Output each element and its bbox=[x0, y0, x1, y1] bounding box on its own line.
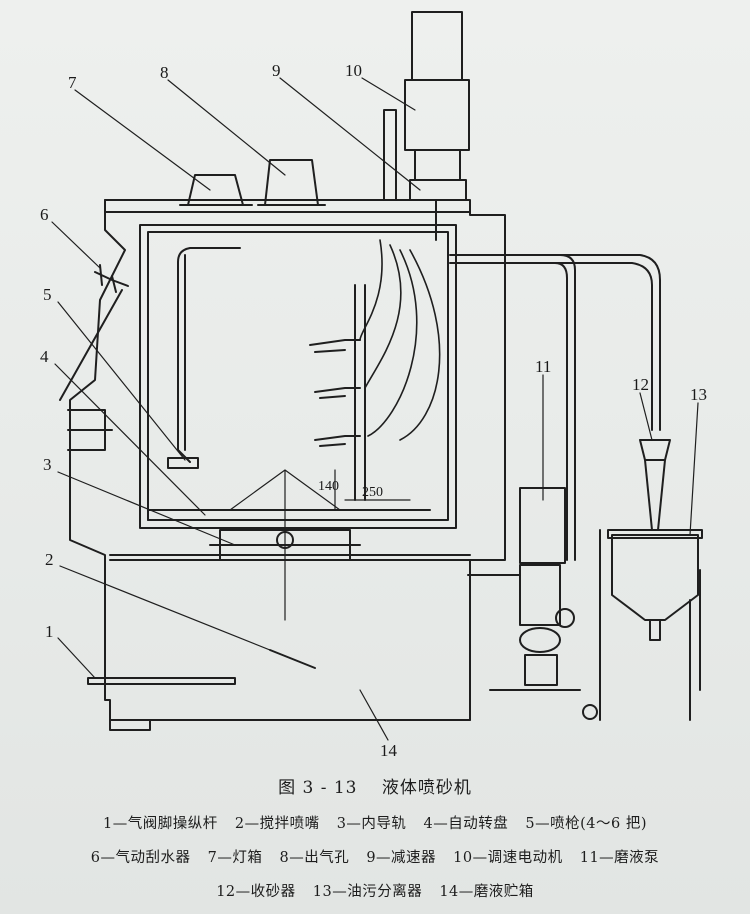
storage-tank bbox=[109, 554, 471, 561]
leader-7 bbox=[74, 89, 211, 191]
callout-8: 8 bbox=[160, 63, 169, 82]
cabinet-top-rim bbox=[104, 199, 471, 213]
leader-8 bbox=[167, 79, 286, 176]
pump-base bbox=[524, 654, 558, 686]
legend-item-13: 13—油污分离器 bbox=[312, 884, 423, 900]
return-pipe-1 bbox=[449, 254, 576, 561]
leader-1 bbox=[57, 637, 96, 679]
left-spray-pipe bbox=[177, 247, 241, 463]
figure-title: 液体喷砂机 bbox=[381, 778, 472, 798]
motor-flange bbox=[414, 149, 461, 181]
inner-chamber bbox=[147, 231, 449, 521]
legend-item-4: 4—自动转盘 bbox=[423, 816, 509, 832]
legend-row-1: 1—气阀脚操纵杆 2—搅拌喷嘴 3—内导轨 4—自动转盘 5—喷枪(4～6 把) bbox=[0, 812, 750, 833]
guide-rod bbox=[383, 109, 397, 201]
legend-item-12: 12—收砂器 bbox=[216, 884, 296, 900]
pedal-lever bbox=[87, 677, 236, 685]
legend-item-1: 1—气阀脚操纵杆 bbox=[103, 816, 218, 832]
dimension-140: 140 bbox=[318, 479, 339, 494]
leader-5 bbox=[57, 301, 186, 461]
callout-6: 6 bbox=[40, 205, 49, 224]
sand-collector bbox=[639, 439, 671, 531]
leader-12 bbox=[639, 392, 653, 441]
leader-4 bbox=[54, 363, 206, 516]
oil-separator bbox=[611, 534, 699, 621]
legend-item-6: 6—气动刮水器 bbox=[90, 850, 191, 866]
spray-gun-1 bbox=[309, 339, 361, 353]
return-pipe-4 bbox=[479, 262, 653, 431]
motor-body bbox=[404, 79, 470, 151]
leader-13 bbox=[689, 402, 699, 536]
crank-wheel bbox=[582, 704, 598, 720]
legend-item-14: 14—磨液贮箱 bbox=[439, 884, 534, 900]
reducer bbox=[409, 179, 467, 201]
inner-chamber-wall bbox=[139, 224, 457, 529]
callout-12: 12 bbox=[632, 375, 649, 394]
leader-14 bbox=[359, 689, 389, 741]
legend-item-9: 9—减速器 bbox=[366, 850, 437, 866]
legend-item-7: 7—灯箱 bbox=[207, 850, 263, 866]
motor-top bbox=[411, 11, 463, 81]
legend-item-10: 10—调速电动机 bbox=[453, 850, 563, 866]
leader-10 bbox=[361, 77, 416, 111]
callout-13: 13 bbox=[690, 385, 707, 404]
oil-separator-lid bbox=[607, 529, 703, 539]
callout-10: 10 bbox=[345, 61, 362, 80]
legend-item-8: 8—出气孔 bbox=[279, 850, 350, 866]
return-pipe-2 bbox=[449, 262, 568, 561]
callout-5: 5 bbox=[43, 285, 52, 304]
callout-9: 9 bbox=[272, 61, 281, 80]
callout-7: 7 bbox=[68, 73, 77, 92]
return-pipe-3 bbox=[479, 254, 661, 431]
legend-row-2: 6—气动刮水器 7—灯箱 8—出气孔 9—减速器 10—调速电动机 11—磨液泵 bbox=[0, 846, 750, 867]
legend-item-2: 2—搅拌喷嘴 bbox=[234, 816, 320, 832]
separator-outlet bbox=[649, 619, 661, 641]
callout-2: 2 bbox=[45, 550, 54, 569]
leader-3 bbox=[57, 471, 236, 546]
callout-11: 11 bbox=[535, 357, 551, 376]
wiper-arm bbox=[59, 289, 123, 401]
centre-marker bbox=[229, 469, 341, 621]
air-outlet bbox=[264, 159, 319, 206]
callout-3: 3 bbox=[43, 455, 52, 474]
dimension-250: 250 bbox=[362, 485, 383, 500]
callout-1: 1 bbox=[45, 622, 54, 641]
pump-housing bbox=[519, 564, 561, 626]
cabinet-outline bbox=[69, 199, 506, 731]
legend-item-3: 3—内导轨 bbox=[336, 816, 407, 832]
figure-number: 图 3 - 13 bbox=[278, 778, 358, 798]
leader-9 bbox=[279, 77, 421, 191]
pump-valve bbox=[555, 608, 575, 628]
callout-14: 14 bbox=[380, 741, 398, 760]
leader-6 bbox=[51, 221, 101, 269]
pump-volute bbox=[519, 627, 561, 653]
left-nozzle bbox=[167, 457, 199, 469]
legend-row-3: 12—收砂器 13—油污分离器 14—磨液贮箱 bbox=[0, 880, 750, 901]
leader-2 bbox=[59, 565, 316, 669]
callout-4: 4 bbox=[40, 347, 49, 366]
separator-stand bbox=[599, 529, 701, 721]
figure-caption: 图 3 - 13 液体喷砂机 bbox=[0, 773, 750, 798]
spray-gun-3 bbox=[314, 435, 361, 447]
spray-gun-2 bbox=[314, 387, 361, 399]
gun-hoses bbox=[359, 239, 441, 441]
legend-item-5: 5—喷枪(4～6 把) bbox=[525, 816, 647, 832]
legend-item-11: 11—磨液泵 bbox=[579, 850, 660, 866]
